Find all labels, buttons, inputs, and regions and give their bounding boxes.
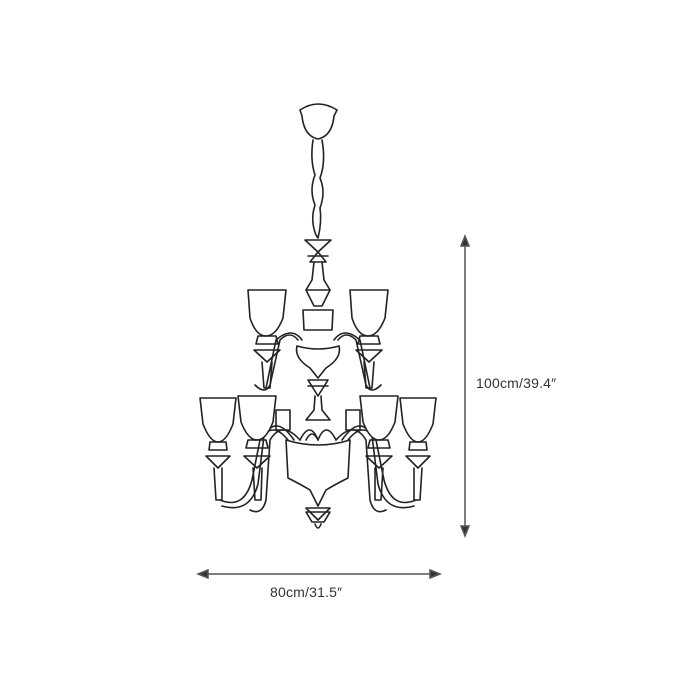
arrow-up-icon xyxy=(459,233,471,247)
height-dimension-label: 100cm/39.4″ xyxy=(476,375,557,391)
arrow-down-icon xyxy=(459,525,471,539)
height-dimension-line xyxy=(459,233,471,539)
chandelier-drawing xyxy=(199,103,437,529)
width-dimension-label: 80cm/31.5″ xyxy=(270,584,343,600)
arrow-left-icon xyxy=(195,568,209,580)
width-dimension-line xyxy=(195,568,443,580)
arrow-right-icon xyxy=(429,568,443,580)
